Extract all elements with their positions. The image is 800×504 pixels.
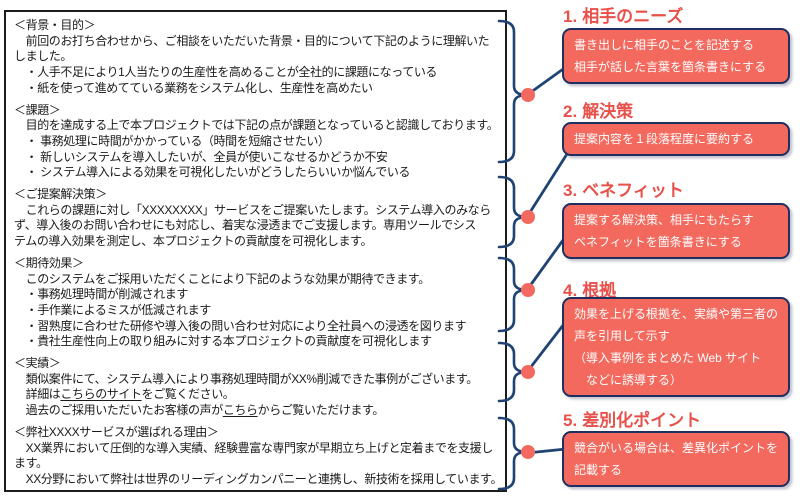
connector-line-3 [525, 234, 568, 292]
doc-line: ・習熟度に合わせた研修や導入後の問い合わせ対応により全社員への浸透を図ります [14, 318, 467, 333]
connector-line-2 [525, 152, 569, 219]
callout-line: （導入事例をまとめた Web サイト [574, 351, 762, 365]
annotation-number: 1. [563, 7, 578, 26]
doc-line: ・事務処理時間が削減されます [14, 287, 189, 302]
callout-note-2: 提案内容を１段落程度に要約する [562, 122, 790, 156]
callout-note-4: 効果を上げる根拠を、実績や第三者の 声を引用して示す （導入事例をまとめた We… [562, 297, 790, 397]
doc-line: これらの課題に対し「XXXXXXXX」サービスをご提案いたします。システム導入の… [14, 202, 492, 217]
doc-line: ＜ご提案解決策＞ [14, 187, 107, 202]
document-lines: ＜背景・目的＞ 前回のお打ち合わせから、ご相談をいただいた背景・目的について下記… [6, 12, 505, 488]
doc-line: 前回のお打ち合わせから、ご相談をいただいた背景・目的について下記のように理解いた [14, 33, 490, 48]
connector-line-5 [525, 447, 568, 455]
doc-line: 詳細はこちらのサイトをご覧ください。 [14, 387, 499, 403]
doc-line: XX業界において圧倒的な導入実績、経験豊富な専門家が早期立ち上げと定着までを支援… [14, 440, 494, 455]
callout-line: 提案内容を１段落程度に要約する [574, 132, 755, 146]
doc-line: ず、導入後のお問い合わせにも対応し、着実な浸透までご支援します。専用ツールでシス [14, 218, 476, 233]
callout-note-5: 競合がいる場合は、差異化ポイントを 記載する [562, 431, 790, 487]
doc-line: ＜弊社XXXXサービスが選ばれる理由＞ [14, 424, 219, 439]
connector-dot-5 [521, 445, 535, 459]
doc-line: ＜期待効果＞ [14, 255, 84, 270]
inline-link[interactable]: こちらのサイト [60, 387, 142, 402]
doc-line: ・ 新しいシステムを導入したいが、全員が使いこなせるかどうか不安 [14, 149, 388, 164]
callout-line: 提案する解決策、相手にもたらす [574, 213, 754, 227]
callout-line: などに誘導する） [574, 373, 683, 387]
doc-text-segment: をご覧ください。 [141, 387, 235, 402]
doc-line: ます。 [14, 456, 48, 471]
connector-dot-4 [521, 365, 535, 379]
doc-line: テムの導入効果を測定し、本プロジェクトの貢献度を可視化します。 [14, 234, 373, 249]
doc-line: ＜背景・目的＞ [14, 18, 96, 32]
annotation-title-text: 差別化ポイント [582, 411, 702, 430]
doc-line: ・ 事務処理に時間がかかっている（時間を短縮させたい） [14, 133, 330, 148]
callout-line: 声を引用して示す [574, 329, 670, 343]
annotation-number: 5. [563, 411, 578, 430]
annotation-title-3: 3.ベネフィット [563, 176, 684, 200]
annotation-number: 3. [563, 181, 578, 200]
doc-text-segment: 過去のご採用いただいたお客様の声が [14, 403, 224, 418]
callout-line: 相手が話した言葉を箇条書きにする [574, 60, 767, 74]
doc-line: ・紙を使って進めてている業務をシステム化し、生産性を高めたい [14, 80, 373, 95]
doc-line: ＜課題＞ [14, 102, 61, 117]
doc-line: 過去のご採用いただいたお客様の声がこちらからご覧いただけます。 [14, 403, 499, 419]
doc-line: ・手作業によるミスが低減されます [14, 302, 212, 317]
doc-text-segment: からご覧いただけます。 [257, 403, 385, 418]
doc-text-segment: 詳細は [14, 387, 61, 402]
annotation-title-2: 2.解決策 [563, 97, 634, 121]
annotation-title-text: 解決策 [582, 102, 634, 121]
connector-line-1 [525, 65, 568, 97]
connector-dot-1 [521, 88, 535, 102]
callout-line: 効果を上げる根拠を、実績や第三者の [574, 307, 779, 321]
annotation-title-1: 1.相手のニーズ [563, 2, 684, 26]
doc-line: しました。 [14, 49, 73, 64]
callout-note-3: 提案する解決策、相手にもたらす ベネフィットを箇条書きにする [562, 203, 790, 259]
connector-dot-3 [521, 283, 535, 297]
annotation-title-text: 相手のニーズ [582, 7, 684, 26]
annotation-title-text: ベネフィット [582, 181, 684, 200]
callout-line: ベネフィットを箇条書きにする [574, 235, 742, 249]
callout-line: 競合がいる場合は、差異化ポイントを [574, 441, 779, 455]
annotation-title-4: 4.根拠 [563, 276, 617, 300]
annotation-title-text: 根拠 [582, 281, 617, 300]
connector-dot-2 [521, 210, 535, 224]
callout-note-1: 書き出しに相手のことを記述する 相手が話した言葉を箇条書きにする [562, 28, 790, 84]
doc-line: XX分野において弊社は世界のリーディングカンパニーと連携し、新技術を採用していま… [14, 471, 503, 486]
doc-line: ・貴社生産性向上の取り組みに対する本プロジェクトの貢献度を可視化します [14, 334, 432, 349]
annotation-title-5: 5.差別化ポイント [563, 406, 702, 430]
proposal-document-panel: ＜背景・目的＞ 前回のお打ち合わせから、ご相談をいただいた背景・目的について下記… [4, 10, 507, 492]
annotation-number: 2. [563, 102, 578, 121]
inline-link[interactable]: こちら [222, 403, 258, 418]
doc-line: ＜実績＞ [14, 356, 61, 371]
doc-line: 類似案件にて、システム導入により事務処理時間がXX%削減できた事例がございます。 [14, 371, 479, 386]
doc-line: ・ システム導入による効果を可視化したいがどうしたらいいか悩んでいる [14, 165, 411, 180]
doc-line: ・人手不足により1人当たりの生産性を高めることが全社的に課題になっている [14, 65, 438, 80]
doc-line: 目的を達成する上で本プロジェクトでは下記の点が課題となっていると認識しております… [14, 118, 499, 133]
doc-line: このシステムをご採用いただくことにより下記のような効果が期待できます。 [14, 271, 431, 286]
callout-line: 書き出しに相手のことを記述する [574, 38, 755, 52]
connector-line-4 [525, 322, 566, 374]
callout-line: 記載する [574, 463, 623, 477]
